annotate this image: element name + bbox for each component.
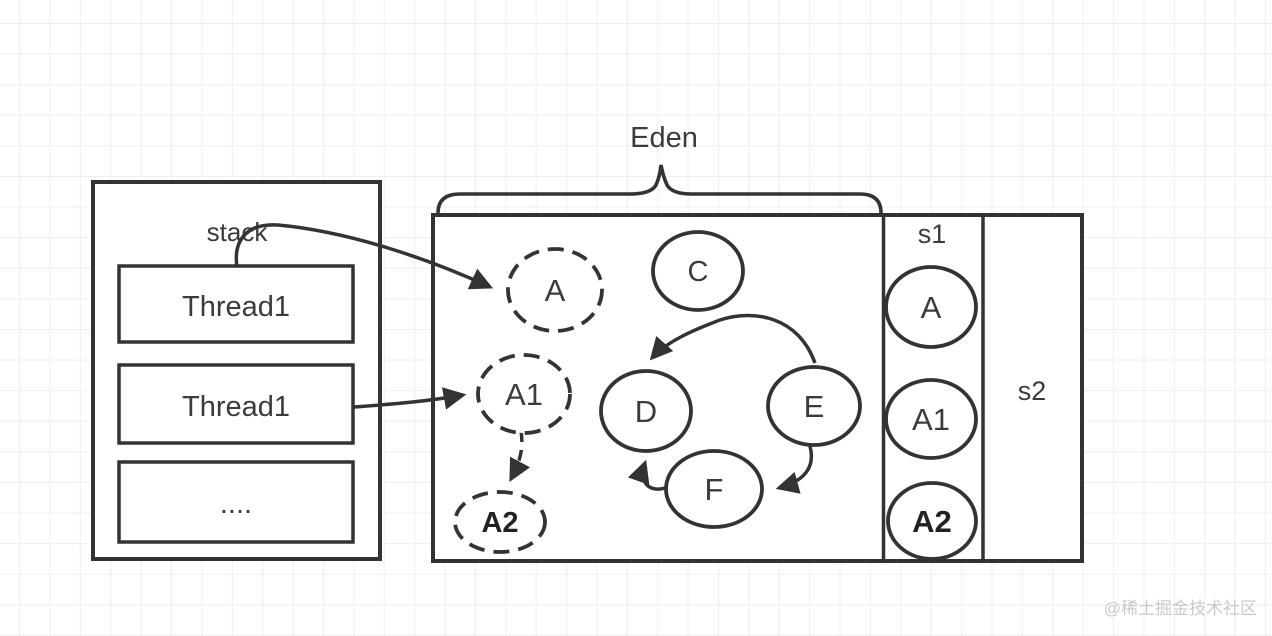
node-s1-a2-shape (886, 481, 978, 561)
thread-frame-2-label: Thread1 (182, 391, 290, 423)
node-eden-f-label: F (705, 472, 724, 507)
edge-f-to-d (627, 459, 669, 491)
edges (234, 223, 817, 494)
stack-box: stack Thread1 Thread1 .... (91, 180, 382, 561)
eden-brace (436, 164, 883, 215)
node-eden-d: D (599, 369, 693, 453)
watermark: @稀土掘金技术社区 (1104, 599, 1257, 618)
node-eden-a2-label: A2 (481, 507, 518, 539)
node-eden-a2-shape (453, 490, 547, 554)
node-eden-e: E (766, 365, 862, 447)
node-eden-d-shape (599, 369, 693, 453)
node-s1-a: A (884, 265, 978, 349)
node-eden-a1: A1 (476, 353, 572, 435)
node-s1-a1-shape (884, 378, 978, 460)
thread-frame-ellipsis (117, 460, 355, 544)
node-eden-e-shape (766, 365, 862, 447)
node-eden-a: A (506, 247, 604, 333)
thread-frame-ellipsis-label: .... (220, 488, 252, 520)
edge-e-to-d (649, 313, 817, 364)
edge-thread2-to-a1 (353, 387, 467, 410)
node-eden-a1-label: A1 (505, 377, 543, 412)
node-eden-f-shape (664, 449, 764, 529)
node-eden-d-label: D (635, 394, 657, 429)
s2-label: s2 (1018, 376, 1047, 406)
node-s1-a-label: A (921, 290, 942, 325)
node-eden-a1-shape (476, 353, 572, 435)
edge-a1-to-a2 (509, 430, 531, 483)
edge-e-to-f (775, 442, 814, 494)
node-s1-a-shape (884, 265, 978, 349)
node-eden-a-label: A (545, 273, 566, 308)
node-s1-a1-label: A1 (912, 402, 950, 437)
node-eden-e-label: E (804, 389, 825, 424)
node-s1-a2-label: A2 (912, 504, 952, 539)
edge-thread1-to-a (234, 223, 494, 290)
node-eden-c: C (651, 230, 745, 312)
node-eden-a2: A2 (453, 490, 547, 554)
eden-brace-group: Eden (436, 122, 883, 215)
node-eden-c-label: C (688, 256, 709, 288)
node-s1-a1: A1 (884, 378, 978, 460)
node-eden-f: F (664, 449, 764, 529)
node-eden-c-shape (651, 230, 745, 312)
thread-frame-1 (117, 264, 355, 344)
eden-label: Eden (630, 122, 698, 154)
s1-label: s1 (918, 219, 947, 249)
stack-label: stack (207, 217, 269, 247)
node-eden-a-shape (506, 247, 604, 333)
node-s1-a2: A2 (886, 481, 978, 561)
thread-frame-1-label: Thread1 (182, 291, 290, 323)
thread-frame-2 (117, 363, 355, 445)
